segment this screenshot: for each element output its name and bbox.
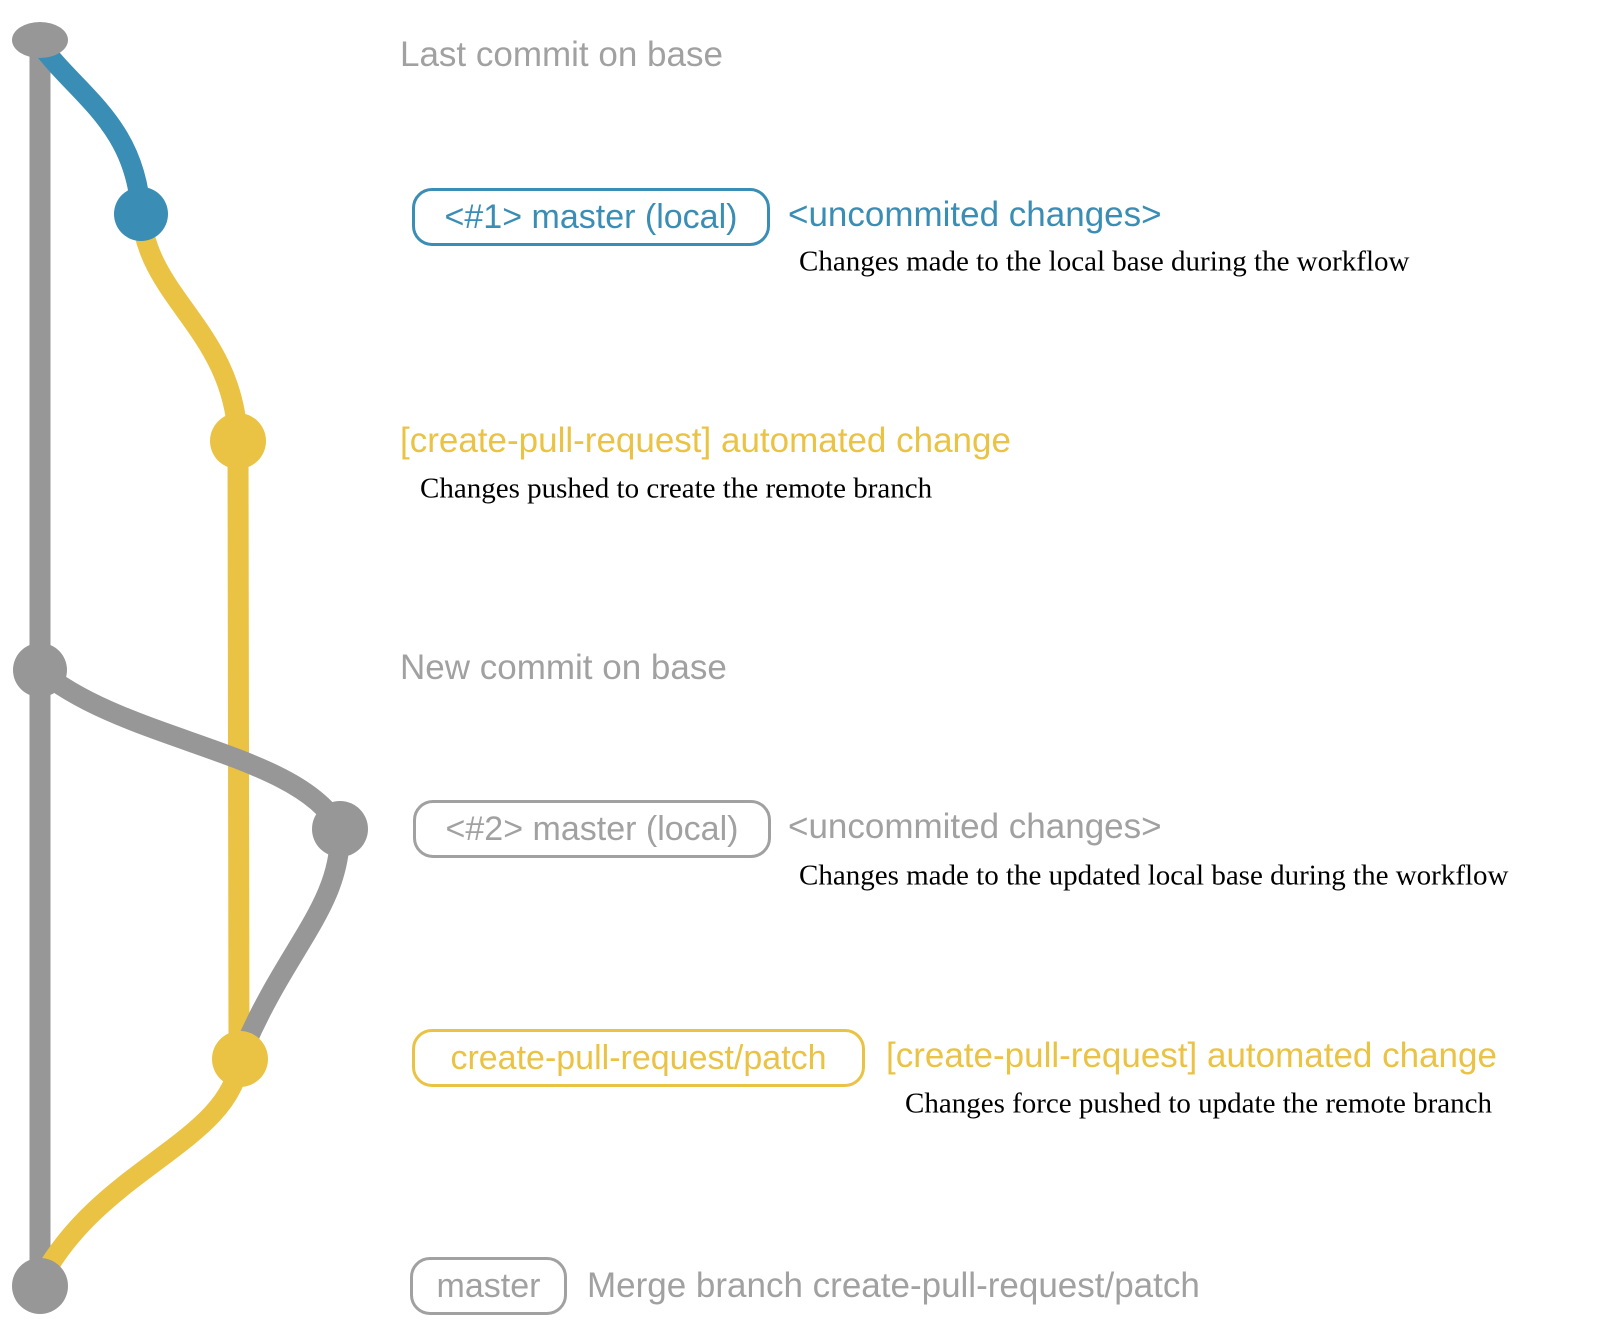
merge-curve (32, 1049, 250, 1288)
remote-branch-curve-1 (131, 204, 248, 451)
node-merge-commit (12, 1258, 68, 1314)
local-master-2-badge: <#2> master (local) (413, 800, 771, 858)
node-local-commit-2 (312, 801, 368, 857)
last-commit-label: Last commit on base (400, 35, 723, 74)
node-new-commit-on-base (13, 643, 67, 697)
node-remote-commit-1 (210, 413, 266, 469)
push-2-title: [create-pull-request] automated change (886, 1036, 1497, 1075)
local-commit-2-annotation: Changes made to the updated local base d… (799, 859, 1509, 892)
local-branch-1-curve (30, 34, 151, 224)
node-local-commit-1 (114, 187, 168, 241)
local-commit-1-annotation: Changes made to the local base during th… (799, 245, 1410, 278)
master-badge: master (410, 1257, 567, 1315)
local-branch-2-curve-in (234, 819, 351, 1058)
push-1-title: [create-pull-request] automated change (400, 421, 1011, 460)
merge-title: Merge branch create-pull-request/patch (587, 1266, 1200, 1305)
local-commit-1-status: <uncommited changes> (788, 195, 1162, 234)
local-branch-2-curve-out (30, 660, 350, 839)
push-2-annotation: Changes force pushed to update the remot… (905, 1087, 1493, 1120)
local-master-1-badge: <#1> master (local) (412, 188, 770, 246)
node-remote-commit-2 (212, 1031, 268, 1087)
local-commit-2-status: <uncommited changes> (788, 807, 1162, 846)
new-commit-label: New commit on base (400, 648, 727, 687)
node-last-commit-on-base (12, 22, 68, 58)
remote-branch-badge: create-pull-request/patch (412, 1029, 865, 1087)
push-1-annotation: Changes pushed to create the remote bran… (420, 472, 933, 505)
